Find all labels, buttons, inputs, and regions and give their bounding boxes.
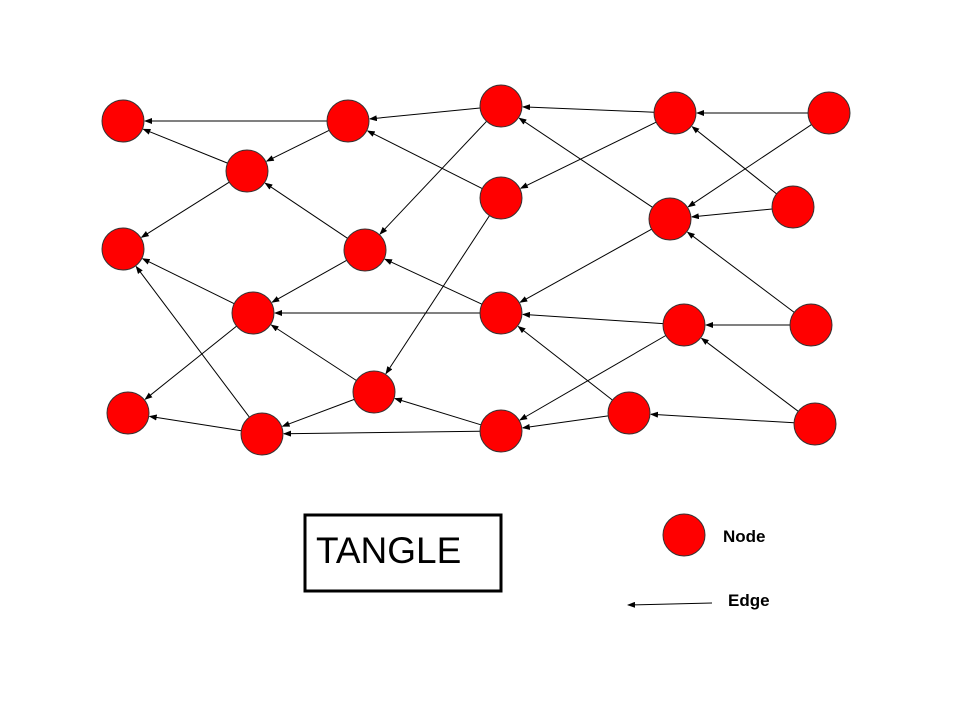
edge-n18-to-n12	[522, 311, 664, 325]
edge-n6-to-n11	[385, 215, 490, 375]
edge-n14-to-n5	[522, 104, 655, 113]
node-n21	[793, 402, 837, 446]
node-n5	[479, 84, 523, 128]
node-n2	[326, 99, 370, 143]
node-n18	[662, 303, 706, 347]
edge-n17-to-n14	[691, 126, 777, 195]
edge-n17-to-n15	[690, 208, 773, 220]
edge-n10-to-n4	[135, 265, 250, 418]
legend-edge-symbol	[627, 601, 713, 608]
edge-n13-to-n10	[283, 430, 481, 437]
edge-n3-to-n1	[142, 128, 228, 164]
node-n8	[231, 291, 275, 335]
edge-n20-to-n13	[521, 415, 609, 430]
legend-edge-label: Edge	[728, 591, 770, 610]
node-n7	[343, 228, 387, 272]
edge-n5-to-n2	[368, 107, 481, 122]
node-n11	[352, 370, 396, 414]
edge-n7-to-n3	[264, 182, 348, 239]
node-n9	[106, 391, 150, 435]
diagram-title: TANGLE	[316, 530, 461, 571]
edge-n21-to-n18	[700, 337, 799, 412]
node-n15	[648, 197, 692, 241]
edge-n6-to-n2	[366, 130, 483, 190]
edge-n15-to-n5	[518, 117, 653, 208]
legend-node-label: Node	[723, 527, 766, 546]
edge-n7-to-n8	[271, 259, 347, 303]
legend-node-symbol	[662, 513, 706, 557]
edge-n10-to-n9	[148, 414, 242, 432]
node-n12	[479, 291, 523, 335]
node-n1	[101, 99, 145, 143]
nodes-layer	[101, 84, 851, 456]
edge-n18-to-n13	[519, 335, 667, 421]
edge-n3-to-n4	[140, 181, 230, 238]
node-n17	[771, 185, 815, 229]
edge-n12-to-n7	[384, 258, 483, 305]
edge-n19-to-n15	[686, 231, 795, 313]
node-n10	[240, 412, 284, 456]
edge-n13-to-n11	[394, 397, 482, 426]
edge-n2-to-n3	[265, 129, 330, 162]
node-n19	[789, 303, 833, 347]
edge-n8-to-n4	[141, 258, 235, 305]
node-n14	[653, 91, 697, 135]
edge-n11-to-n10	[281, 398, 355, 427]
node-n4	[101, 227, 145, 271]
node-n6	[479, 176, 523, 220]
title-box	[303, 513, 503, 593]
edge-n15-to-n12	[519, 228, 652, 303]
node-n3	[225, 149, 269, 193]
edge-n14-to-n6	[519, 121, 657, 189]
edge-n5-to-n7	[379, 120, 487, 235]
edges-layer	[135, 104, 812, 437]
node-n13	[479, 409, 523, 453]
edge-n21-to-n20	[650, 411, 795, 424]
edge-n20-to-n12	[517, 325, 613, 401]
edge-n11-to-n8	[270, 324, 357, 381]
legend: Node Edge	[627, 513, 770, 610]
edge-n16-to-n15	[687, 124, 812, 208]
node-n16	[807, 91, 851, 135]
node-n20	[607, 391, 651, 435]
edge-n8-to-n9	[144, 325, 237, 400]
